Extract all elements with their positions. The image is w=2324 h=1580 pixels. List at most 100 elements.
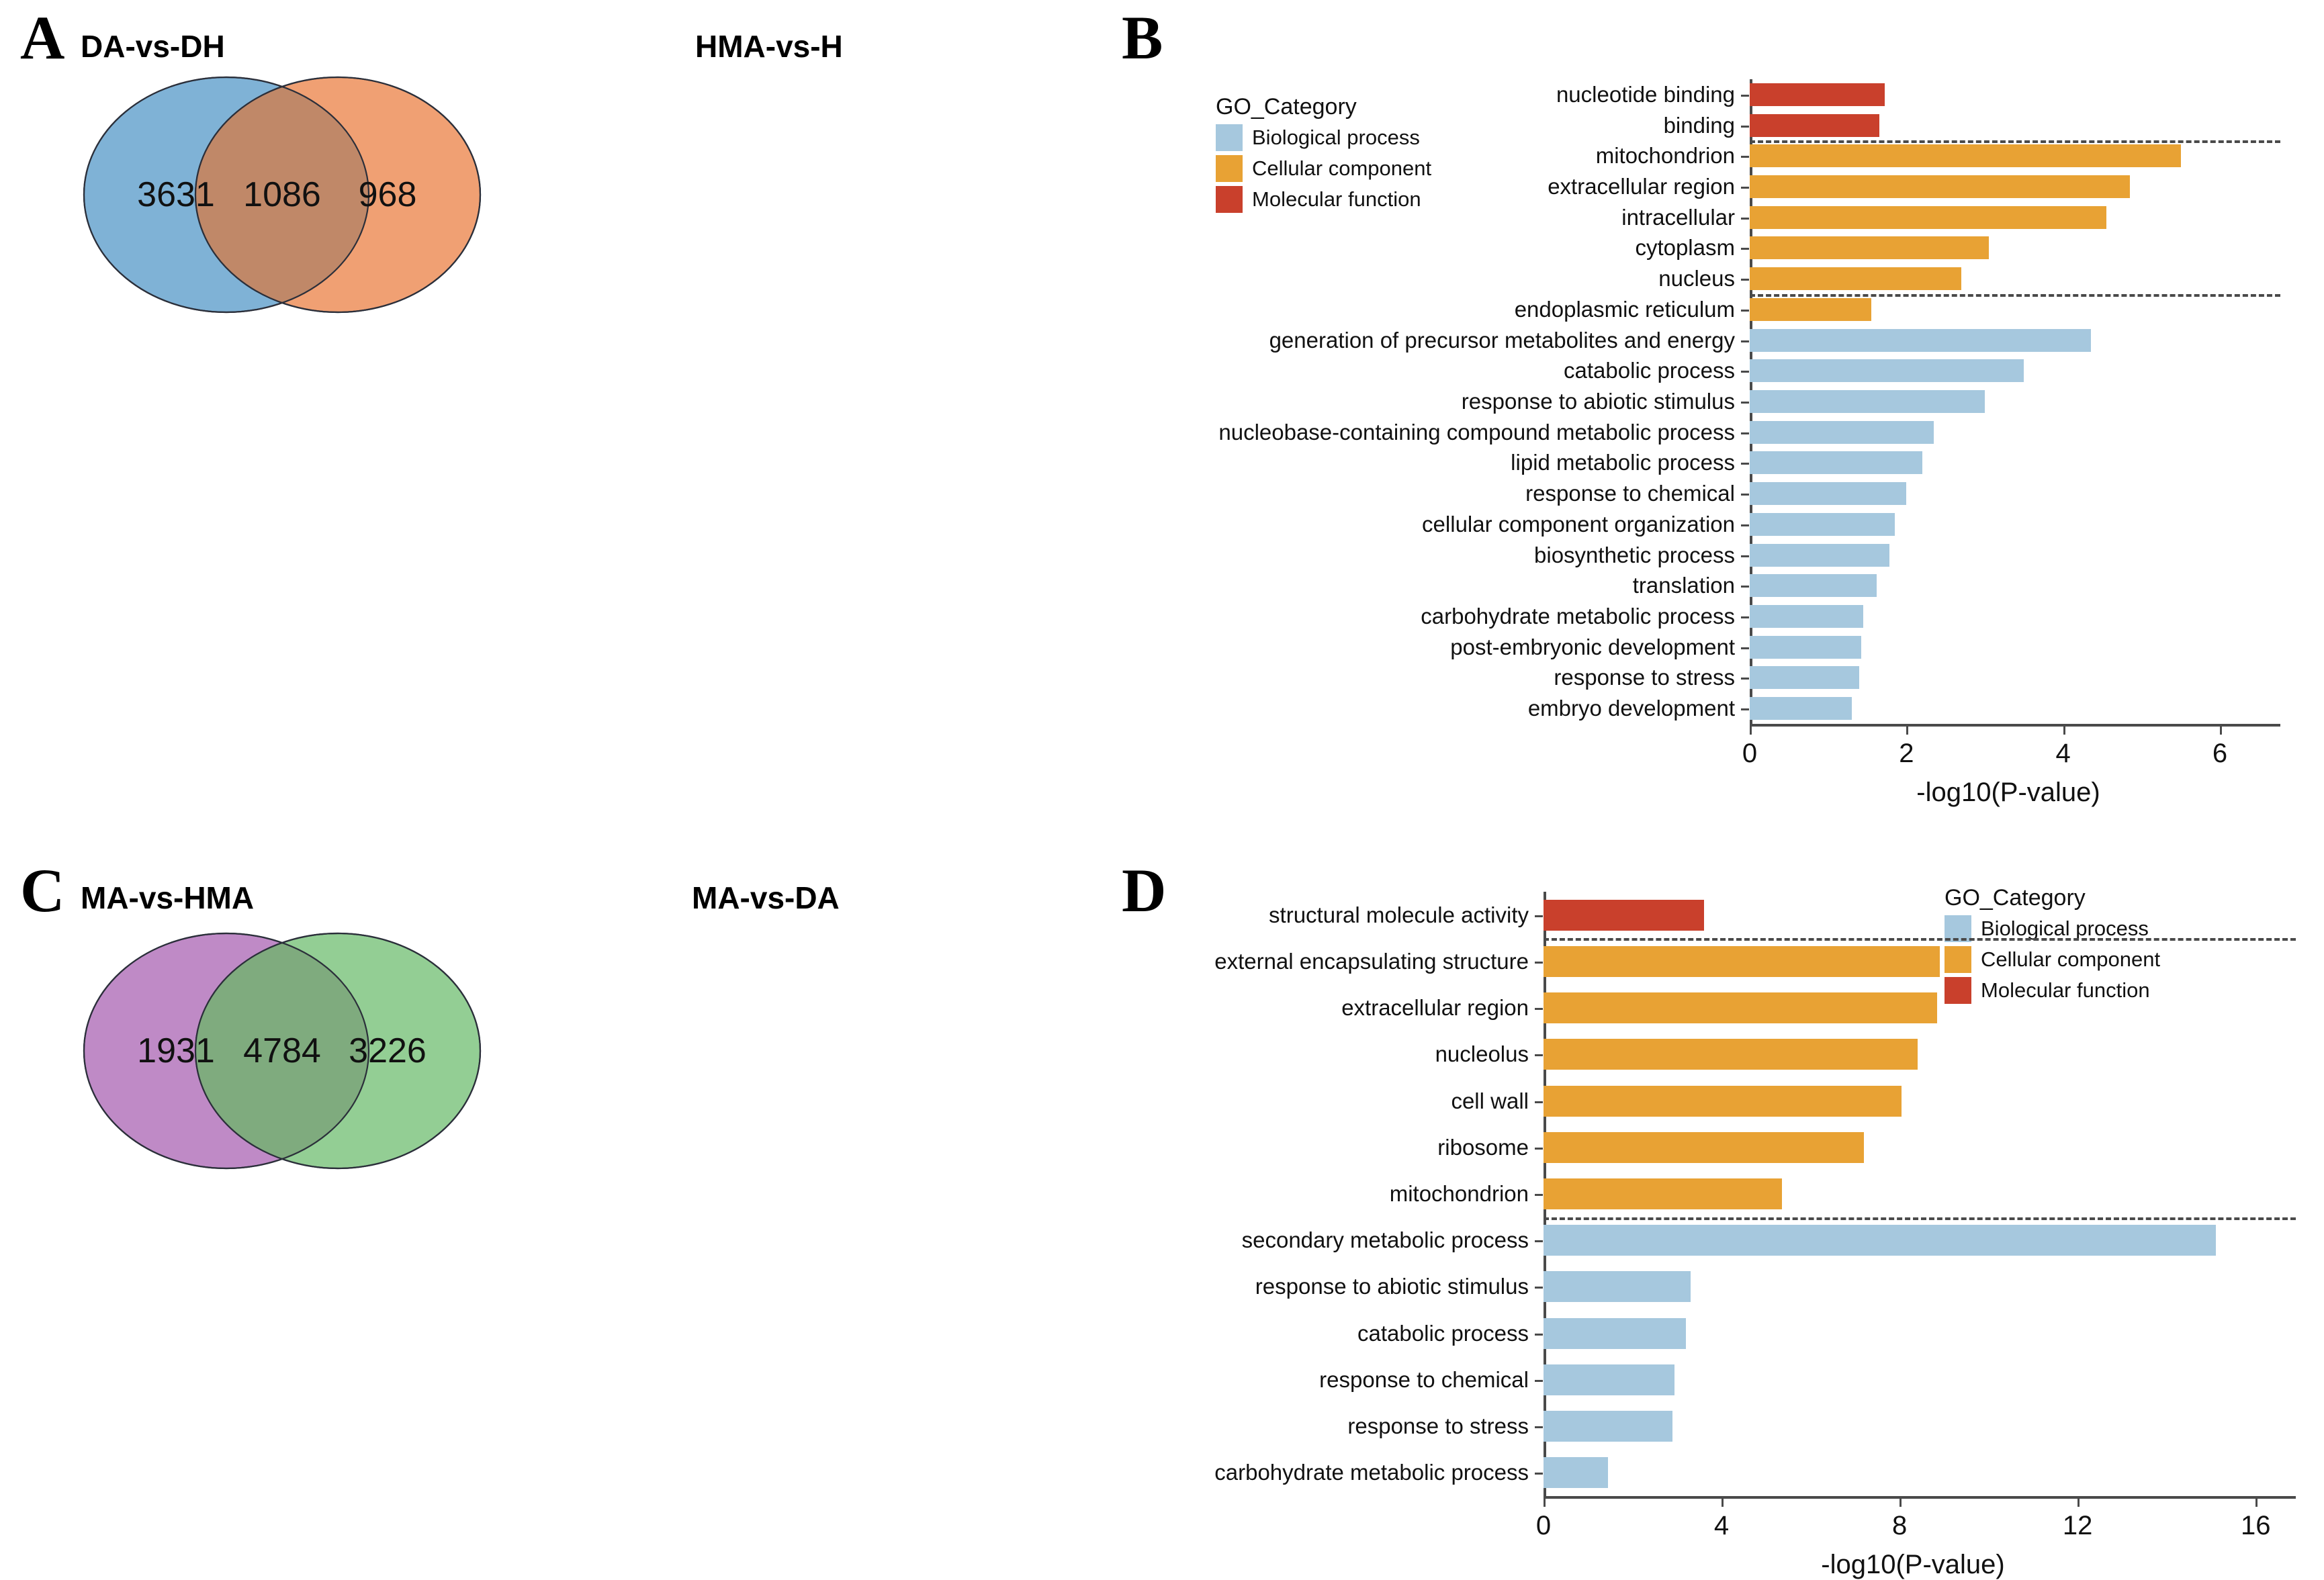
y-tick-mark bbox=[1535, 1101, 1543, 1103]
panel-a-venn-svg bbox=[83, 76, 482, 314]
category-label: ribosome bbox=[1437, 1134, 1529, 1160]
y-tick-mark bbox=[1741, 463, 1749, 465]
panel-c-venn-svg bbox=[83, 932, 482, 1170]
y-tick-mark bbox=[1741, 494, 1749, 496]
y-tick-mark bbox=[1535, 1147, 1543, 1150]
category-label: catabolic process bbox=[1564, 358, 1735, 383]
legend-swatch-molecular-function bbox=[1216, 186, 1243, 213]
legend-label-molecular-function: Molecular function bbox=[1252, 187, 1421, 211]
bar bbox=[1544, 1317, 1687, 1349]
x-tick-mark bbox=[1906, 724, 1909, 735]
category-label: biosynthetic process bbox=[1534, 542, 1735, 567]
legend-swatch-molecular-function bbox=[1945, 977, 1971, 1004]
y-tick-mark bbox=[1535, 1379, 1543, 1382]
category-label: secondary metabolic process bbox=[1241, 1227, 1529, 1253]
category-label: response to stress bbox=[1347, 1413, 1529, 1439]
x-axis-line bbox=[1750, 724, 2280, 727]
bar bbox=[1544, 1364, 1675, 1395]
bar bbox=[1544, 1178, 1782, 1209]
legend-item-cellular-component: Cellular component bbox=[1945, 946, 2160, 973]
bar bbox=[1544, 1085, 1902, 1117]
y-tick-mark bbox=[1741, 248, 1749, 250]
panel-b-letter: B bbox=[1122, 3, 1163, 72]
bar bbox=[1544, 899, 1704, 931]
panel-c: C MA-vs-HMA MA-vs-DA 1931 4784 3226 bbox=[0, 792, 1128, 1574]
panel-a-right-title: HMA-vs-H bbox=[695, 29, 843, 64]
x-tick-label: 4 bbox=[1713, 1511, 1730, 1540]
legend-item-cellular-component: Cellular component bbox=[1216, 155, 1431, 182]
x-tick-mark bbox=[1900, 1496, 1902, 1507]
bar bbox=[1544, 1131, 1865, 1163]
bar bbox=[1544, 945, 1940, 977]
y-tick-mark bbox=[1741, 555, 1749, 557]
y-tick-mark bbox=[1535, 961, 1543, 964]
category-label: extracellular region bbox=[1548, 174, 1735, 199]
x-tick-label: 8 bbox=[1891, 1511, 1908, 1540]
bar bbox=[1544, 1457, 1609, 1489]
x-tick-label: 4 bbox=[2055, 739, 2071, 768]
y-tick-mark bbox=[1741, 524, 1749, 526]
bar bbox=[1750, 666, 1860, 690]
category-label: extracellular region bbox=[1341, 995, 1529, 1021]
category-label: cellular component organization bbox=[1422, 511, 1735, 537]
bar bbox=[1750, 635, 1861, 659]
x-axis-title: -log10(P-value) bbox=[1821, 1550, 2005, 1579]
y-tick-mark bbox=[1741, 309, 1749, 312]
y-tick-mark bbox=[1741, 340, 1749, 342]
y-tick-mark bbox=[1535, 915, 1543, 917]
panel-c-intersection-count: 4784 bbox=[243, 1031, 321, 1070]
group-separator-line bbox=[1750, 140, 2280, 144]
y-tick-mark bbox=[1535, 1008, 1543, 1011]
y-tick-mark bbox=[1741, 432, 1749, 434]
bar bbox=[1750, 574, 1877, 598]
legend-swatch-cellular-component bbox=[1216, 155, 1243, 182]
panel-c-left-title: MA-vs-HMA bbox=[81, 880, 255, 915]
bar bbox=[1750, 451, 1922, 475]
y-tick-mark bbox=[1535, 1426, 1543, 1429]
category-label: post-embryonic development bbox=[1450, 634, 1735, 659]
panel-c-letter: C bbox=[20, 856, 65, 925]
legend-item-molecular-function: Molecular function bbox=[1945, 977, 2160, 1004]
y-tick-mark bbox=[1741, 708, 1749, 711]
category-label: mitochondrion bbox=[1389, 1181, 1529, 1206]
panel-a: A DA-vs-DH HMA-vs-H 3631 1086 968 bbox=[0, 0, 1128, 792]
x-tick-mark bbox=[2063, 724, 2065, 735]
category-label: response to chemical bbox=[1319, 1366, 1529, 1392]
y-tick-mark bbox=[1535, 1287, 1543, 1289]
y-tick-mark bbox=[1535, 1240, 1543, 1243]
x-axis-line bbox=[1544, 1496, 2296, 1499]
category-label: carbohydrate metabolic process bbox=[1421, 604, 1735, 629]
category-label: response to stress bbox=[1554, 665, 1735, 690]
x-tick-mark bbox=[2077, 1496, 2080, 1507]
legend-item-biological-process: Biological process bbox=[1216, 124, 1431, 151]
category-label: nucleolus bbox=[1435, 1041, 1529, 1067]
bar bbox=[1750, 267, 1961, 291]
bar bbox=[1750, 83, 1885, 106]
category-label: response to abiotic stimulus bbox=[1461, 389, 1735, 414]
panel-a-right-count: 968 bbox=[358, 175, 417, 214]
y-tick-mark bbox=[1741, 94, 1749, 97]
legend-label-cellular-component: Cellular component bbox=[1981, 947, 2161, 971]
bar bbox=[1750, 236, 1989, 260]
legend-swatch-biological-process bbox=[1945, 915, 1971, 942]
y-tick-mark bbox=[1741, 187, 1749, 189]
x-tick-label: 2 bbox=[1899, 739, 1914, 768]
x-tick-mark bbox=[1722, 1496, 1724, 1507]
venn-overlap bbox=[195, 77, 369, 312]
panel-a-left-count: 3631 bbox=[137, 175, 215, 214]
bar bbox=[1750, 482, 1907, 506]
panel-a-left-title: DA-vs-DH bbox=[81, 29, 225, 64]
legend-label-biological-process: Biological process bbox=[1981, 917, 2149, 940]
x-tick-label: 16 bbox=[2240, 1511, 2271, 1540]
group-separator-line bbox=[1544, 938, 2296, 941]
x-tick-mark bbox=[1544, 1496, 1546, 1507]
bar bbox=[1750, 512, 1895, 536]
category-label: nucleus bbox=[1658, 266, 1735, 291]
legend-title: GO_Category bbox=[1945, 885, 2086, 911]
category-label: response to abiotic stimulus bbox=[1255, 1274, 1529, 1299]
panel-a-letter: A bbox=[20, 3, 65, 72]
category-label: structural molecule activity bbox=[1269, 902, 1529, 927]
legend-label-biological-process: Biological process bbox=[1252, 126, 1420, 149]
panel-d-letter: D bbox=[1122, 856, 1167, 925]
venn-overlap bbox=[195, 933, 369, 1168]
